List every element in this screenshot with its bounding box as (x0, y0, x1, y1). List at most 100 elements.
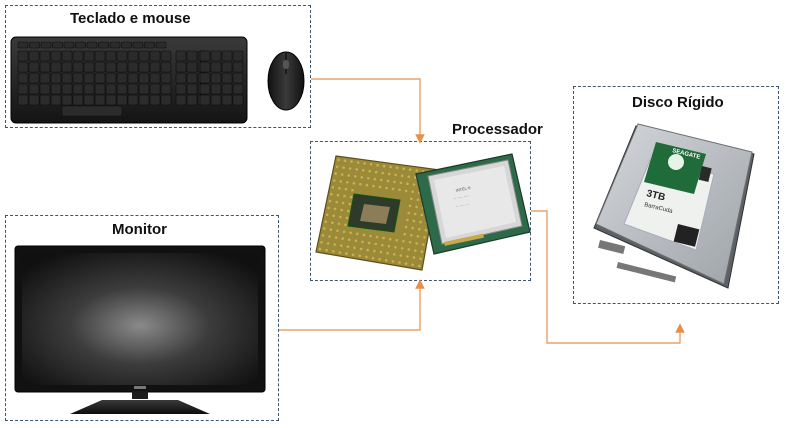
keyboard-key (17, 50, 29, 62)
cpu-pin (375, 235, 379, 239)
cpu-pin (340, 244, 343, 247)
monitor-box (5, 215, 279, 421)
keyboard-key (160, 83, 172, 95)
keyboard-key (186, 72, 198, 84)
cpu-pin (404, 225, 408, 229)
keyboard-key (149, 83, 161, 95)
cpu-pin (391, 260, 395, 263)
cpu-pin (341, 237, 344, 240)
cpu-pin (408, 168, 412, 171)
cpu-pin (381, 171, 384, 175)
cpu-pin (365, 183, 369, 187)
keyboard-mouse-box (5, 5, 311, 128)
cpu-pin (354, 239, 358, 243)
keyboard-key (50, 83, 62, 95)
keyboard-key (199, 83, 211, 95)
keyboard-key (28, 50, 40, 62)
cpu-pin (361, 169, 365, 172)
monitor-icon (14, 245, 266, 414)
cpu-pin (372, 184, 375, 188)
keyboard-key (127, 61, 139, 73)
cpu-pin (423, 236, 426, 239)
cpu-pin (387, 172, 391, 176)
keyboard-key (121, 41, 132, 49)
keyboard-key (28, 83, 40, 95)
cpu-pin (424, 228, 428, 232)
keyboard-key (138, 50, 150, 62)
keyboard-key (39, 94, 51, 106)
keyboard-key (138, 94, 150, 106)
cpu-pin (403, 232, 406, 236)
keyboard-key (17, 72, 29, 84)
cpu-pin (417, 227, 421, 231)
cpu-pin (400, 247, 404, 250)
cpu-pin (348, 167, 352, 170)
cpu-pin (386, 179, 390, 183)
mouse-icon (267, 51, 305, 111)
keyboard-key (132, 41, 144, 49)
cpu-pin (412, 256, 416, 259)
cpu-pin (333, 243, 336, 246)
cpu-pin (410, 233, 413, 237)
cpu-pin (359, 247, 363, 251)
keyboard-key (210, 83, 222, 95)
keyboard-key (138, 61, 150, 73)
keyboard-key (127, 72, 139, 84)
cpu-pin (394, 246, 397, 249)
cpu-pin (329, 228, 333, 231)
cpu-pin (414, 249, 417, 252)
keyboard-key (149, 50, 161, 62)
keyboard-key (138, 83, 150, 95)
keyboard-key (61, 83, 73, 95)
cpu-pin (371, 256, 375, 260)
disk-capacity-text: 3TB (645, 188, 666, 203)
monitor-label: Monitor (112, 221, 167, 238)
keyboard-key (72, 72, 84, 84)
cpu-pin (407, 211, 410, 215)
cpu-pin (373, 177, 377, 181)
keyboard-mouse-label: Teclado e mouse (70, 10, 191, 27)
keyboard-key (28, 72, 40, 84)
keyboard-key (160, 50, 172, 62)
cpu-pin (325, 248, 328, 252)
keyboard-key (28, 94, 40, 106)
cpu-pin (344, 187, 348, 191)
keyboard-key (63, 41, 75, 49)
cpu-pin (416, 235, 420, 238)
keyboard-key (50, 50, 62, 62)
cpu-pin (351, 188, 354, 192)
keyboard-key (72, 83, 84, 95)
keyboard-key (105, 61, 117, 73)
cpu-pin (342, 230, 346, 233)
keyboard-key (210, 50, 222, 62)
cpu-pin (365, 255, 368, 259)
cpu-pin (406, 255, 409, 258)
cpu-pin (338, 187, 341, 190)
cpu-pin (354, 175, 357, 178)
keyboard-key (221, 94, 233, 106)
cpu-pin (345, 216, 349, 220)
cpu-pin (420, 250, 424, 253)
keyboard-key (50, 61, 62, 73)
keyboard-key (116, 83, 128, 95)
keyboard-key (61, 94, 73, 106)
keyboard-key (61, 61, 73, 73)
cpu-pin (367, 176, 370, 180)
keyboard-key (94, 83, 106, 95)
cpu-pin (349, 195, 353, 199)
keyboard-key (40, 41, 52, 49)
cpu-pin (342, 166, 345, 169)
keyboard-key (155, 41, 167, 49)
processor-to-disk-line (531, 210, 685, 344)
cpu-pin (384, 259, 388, 262)
cpu-pin (404, 262, 408, 265)
svg-text:INTEL ®: INTEL ® (455, 185, 471, 193)
cpu-pin (382, 164, 386, 168)
keyboard-icon (10, 36, 248, 124)
cpu-pin (324, 220, 327, 223)
cpu-pin (369, 234, 372, 238)
monitor-to-processor-line (279, 279, 425, 331)
keyboard-key (94, 50, 106, 62)
hard-disk-icon: SEAGATE 3TB BarraCuda (593, 123, 755, 289)
